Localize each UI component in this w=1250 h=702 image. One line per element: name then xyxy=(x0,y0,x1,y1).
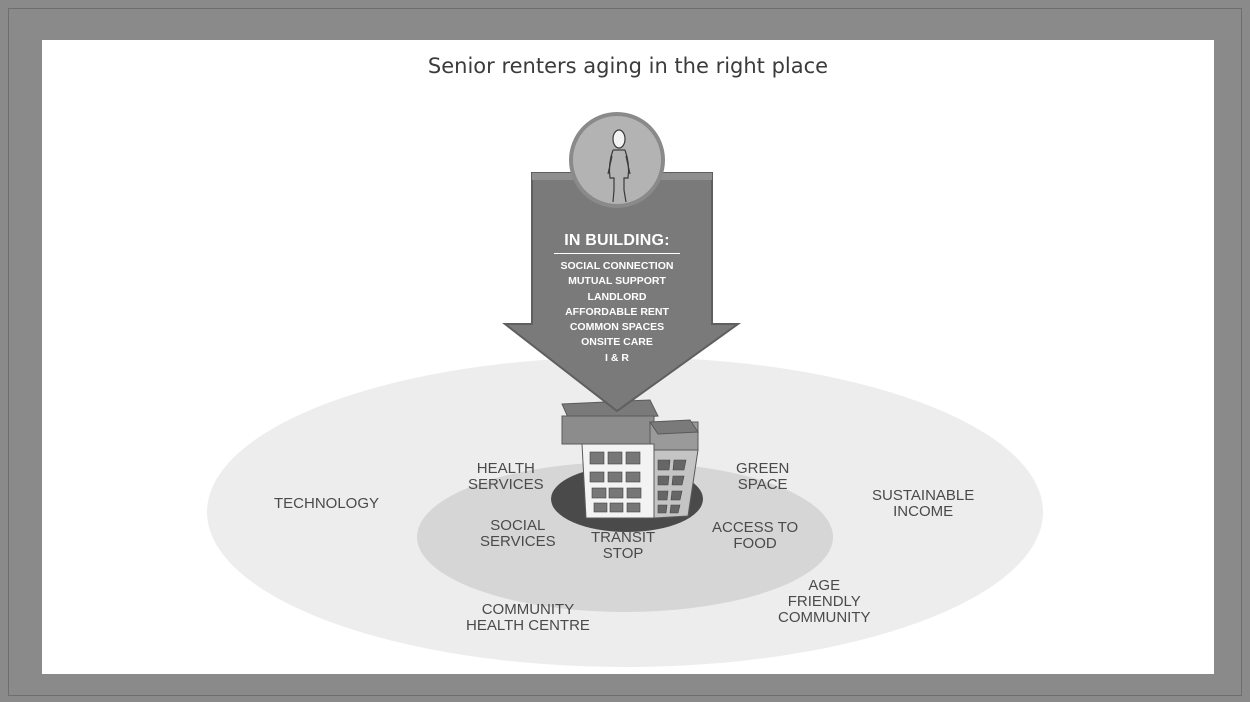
label-technology: TECHNOLOGY xyxy=(274,495,380,512)
list-item: LANDLORD xyxy=(587,290,647,303)
inner-ellipse xyxy=(417,462,833,612)
list-item: MUTUAL SUPPORT xyxy=(568,275,666,288)
diagram-panel: Senior renters aging in the right place xyxy=(42,40,1214,674)
list-item: AFFORDABLE RENT xyxy=(565,305,669,318)
list-item: I & R xyxy=(605,351,629,364)
in-building-heading: IN BUILDING: xyxy=(564,232,670,249)
heading-underline xyxy=(554,253,680,254)
apartment-building-icon xyxy=(561,399,699,519)
list-item: ONSITE CARE xyxy=(581,336,653,349)
person-figure-icon xyxy=(607,129,631,203)
list-item: COMMON SPACES xyxy=(569,321,665,334)
page-title: Senior renters aging in the right place xyxy=(427,54,829,78)
list-item: SOCIAL CONNECTION xyxy=(560,260,674,272)
person-circle xyxy=(569,112,665,208)
in-building-list: SOCIAL CONNECTION MUTUAL SUPPORT LANDLOR… xyxy=(554,259,680,366)
diagram-canvas xyxy=(207,112,1043,667)
